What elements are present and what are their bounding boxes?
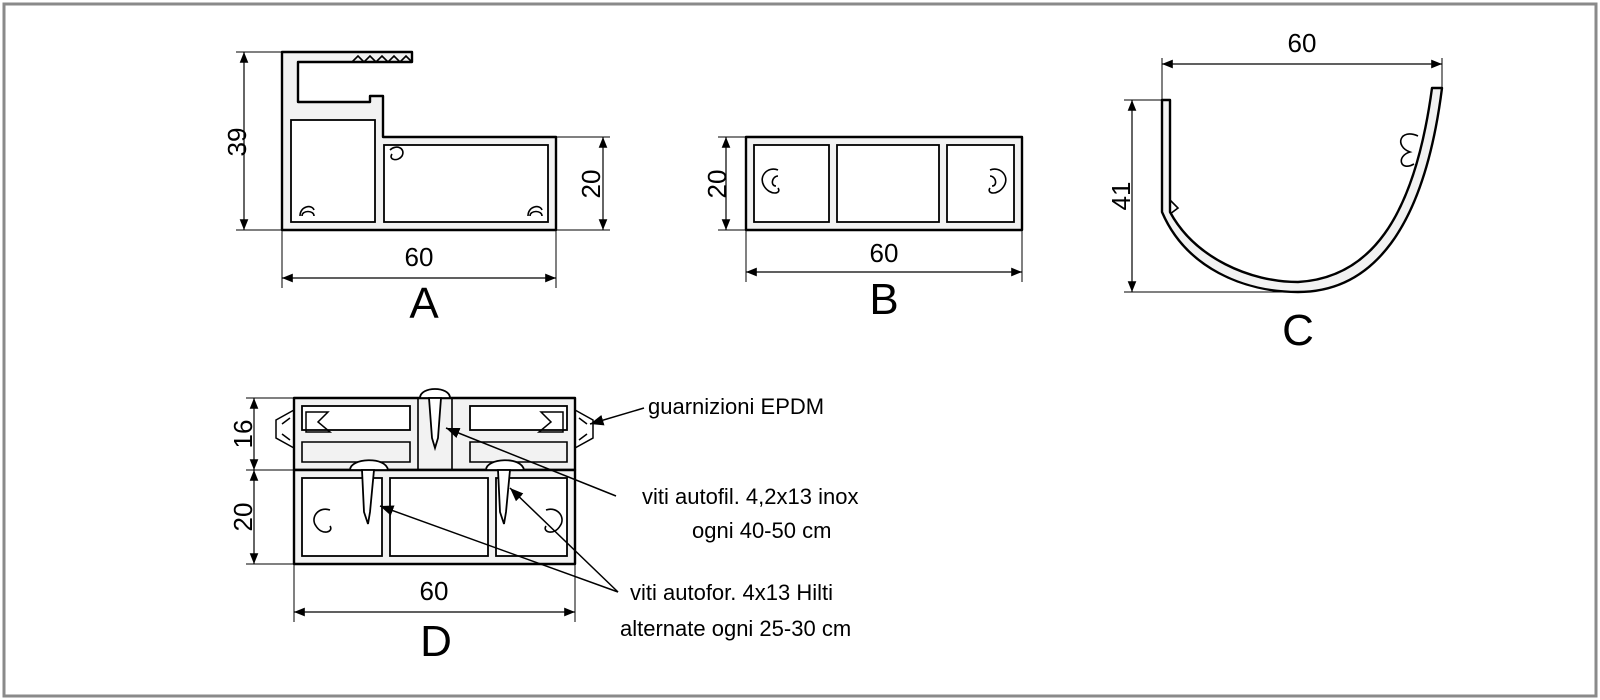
profile-d-dimensions	[246, 397, 576, 622]
profile-a-label: A	[409, 279, 439, 328]
profile-d-height-base: 20	[228, 503, 258, 532]
profile-b-label: B	[869, 275, 898, 324]
profile-c-label: C	[1282, 306, 1314, 355]
note-base-screws-line1: viti autofor. 4x13 Hilti	[630, 580, 833, 605]
profile-a-width: 60	[405, 242, 434, 272]
profile-b-dimensions	[718, 136, 1023, 282]
profile-a-height-total: 39	[222, 128, 252, 157]
profile-a-height-body: 20	[576, 170, 606, 199]
profile-b	[744, 135, 1024, 232]
profile-d-width: 60	[420, 576, 449, 606]
note-cover-screws-line1: viti autofil. 4,2x13 inox	[642, 484, 858, 509]
profile-d-screws	[349, 388, 526, 525]
profile-c	[1160, 86, 1444, 294]
note-cover-screws-line2: ogni 40-50 cm	[692, 518, 831, 543]
profile-c-width: 60	[1288, 28, 1317, 58]
profile-d-base	[292, 468, 577, 566]
profile-b-width: 60	[870, 238, 899, 268]
note-gaskets: guarnizioni EPDM	[648, 394, 824, 419]
profile-c-dimensions	[1124, 58, 1443, 293]
profile-b-height: 20	[702, 170, 732, 199]
note-base-screws-line2: alternate ogni 25-30 cm	[620, 616, 851, 641]
profile-a	[280, 50, 558, 232]
profile-d-label: D	[420, 617, 452, 666]
profile-c-height: 41	[1106, 182, 1136, 211]
profile-d-height-cover: 16	[228, 420, 258, 449]
profile-d-leaders	[379, 407, 645, 593]
profile-a-dimensions	[236, 51, 610, 288]
